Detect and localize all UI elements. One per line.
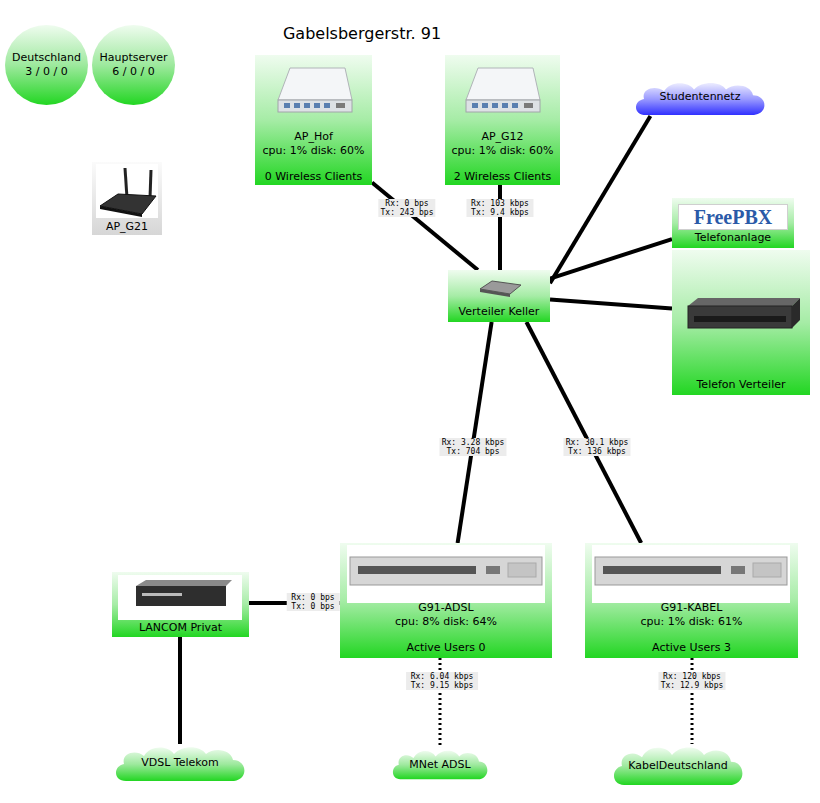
network-link — [550, 299, 672, 308]
map-title: Gabelsbergerstr. 91 — [283, 24, 441, 43]
device-box: AP_G12cpu: 1% disk: 60% 2 Wireless Client… — [445, 55, 560, 185]
node-name: G91-ADSL — [342, 601, 550, 615]
device-box: AP_Hofcpu: 1% disk: 60% 0 Wireless Client… — [255, 55, 372, 185]
traffic-label: Rx: 103 kbps Tx: 9.4 kbps — [466, 199, 533, 217]
network-link — [178, 637, 182, 744]
network-link — [526, 322, 641, 543]
node-name: LANCOM Privat — [114, 621, 247, 635]
node-status: cpu: 1% disk: 60% — [257, 144, 370, 158]
group-circle: Hauptserver6 / 0 / 0 — [92, 25, 175, 105]
traffic-label: Rx: 30.1 kbps Tx: 136 kbps — [563, 438, 630, 456]
node-name: Deutschland — [7, 51, 86, 65]
traffic-label: Rx: 0 bps Tx: 0 bps — [287, 593, 340, 611]
device-box: G91-KABELcpu: 1% disk: 61% Active Users 3 — [585, 543, 798, 658]
network-cloud: Studentennetz — [632, 80, 768, 116]
device-box: Telefon Verteiler — [672, 250, 810, 395]
device-box: AP_G21 — [92, 162, 162, 235]
node-status: 3 / 0 / 0 — [7, 65, 86, 79]
device-box: Verteiler Keller — [448, 270, 550, 322]
node-status: 6 / 0 / 0 — [94, 65, 173, 79]
node-status: 0 Wireless Clients — [257, 170, 370, 184]
network-link — [372, 183, 478, 270]
node-name: Hauptserver — [94, 51, 173, 65]
network-cloud: VDSL Telekom — [112, 744, 248, 782]
network-link — [550, 116, 650, 283]
node-status: Active Users 0 — [342, 641, 550, 655]
node-name: MNet ADSL — [392, 758, 488, 772]
node-name: AP_G12 — [447, 130, 558, 144]
network-cloud: KabelDeutschland — [610, 744, 746, 786]
network-link — [498, 185, 502, 270]
node-name: FreePBX — [678, 204, 788, 230]
node-status: Active Users 3 — [587, 641, 796, 655]
network-cloud: MNet ADSL — [390, 748, 490, 780]
node-status: 2 Wireless Clients — [447, 170, 558, 184]
node-status: cpu: 1% disk: 61% — [587, 615, 796, 629]
node-name: VDSL Telekom — [114, 756, 246, 770]
network-link — [458, 322, 492, 543]
node-status: Telefonanlage — [674, 231, 792, 245]
traffic-label: Rx: 120 kbps Tx: 12.9 kbps — [658, 672, 725, 690]
traffic-label: Rx: 0 bps Tx: 243 bps — [378, 199, 435, 217]
node-name: AP_Hof — [257, 130, 370, 144]
traffic-label: Rx: 6.04 kbps Tx: 9.15 kbps — [406, 672, 478, 690]
node-name: AP_G21 — [94, 220, 160, 234]
cloud-fill — [393, 751, 487, 779]
circle-fill — [5, 25, 88, 105]
node-name: KabelDeutschland — [612, 759, 744, 773]
node-name: Studentennetz — [634, 90, 766, 104]
device-box: G91-ADSLcpu: 8% disk: 64% Active Users 0 — [340, 543, 552, 658]
network-link — [550, 239, 672, 278]
node-name: Verteiler Keller — [450, 305, 548, 319]
node-status: cpu: 1% disk: 60% — [447, 144, 558, 158]
wan-link — [691, 658, 694, 744]
group-circle: Deutschland3 / 0 / 0 — [5, 25, 88, 105]
traffic-label: Rx: 3.28 kbps Tx: 704 bps — [439, 438, 506, 456]
circle-fill — [92, 25, 175, 105]
node-name: Telefon Verteiler — [674, 378, 808, 392]
node-status: cpu: 8% disk: 64% — [342, 615, 550, 629]
device-box: FreePBXTelefonanlage — [672, 198, 794, 248]
device-box: LANCOM Privat — [112, 572, 249, 637]
node-name: G91-KABEL — [587, 601, 796, 615]
